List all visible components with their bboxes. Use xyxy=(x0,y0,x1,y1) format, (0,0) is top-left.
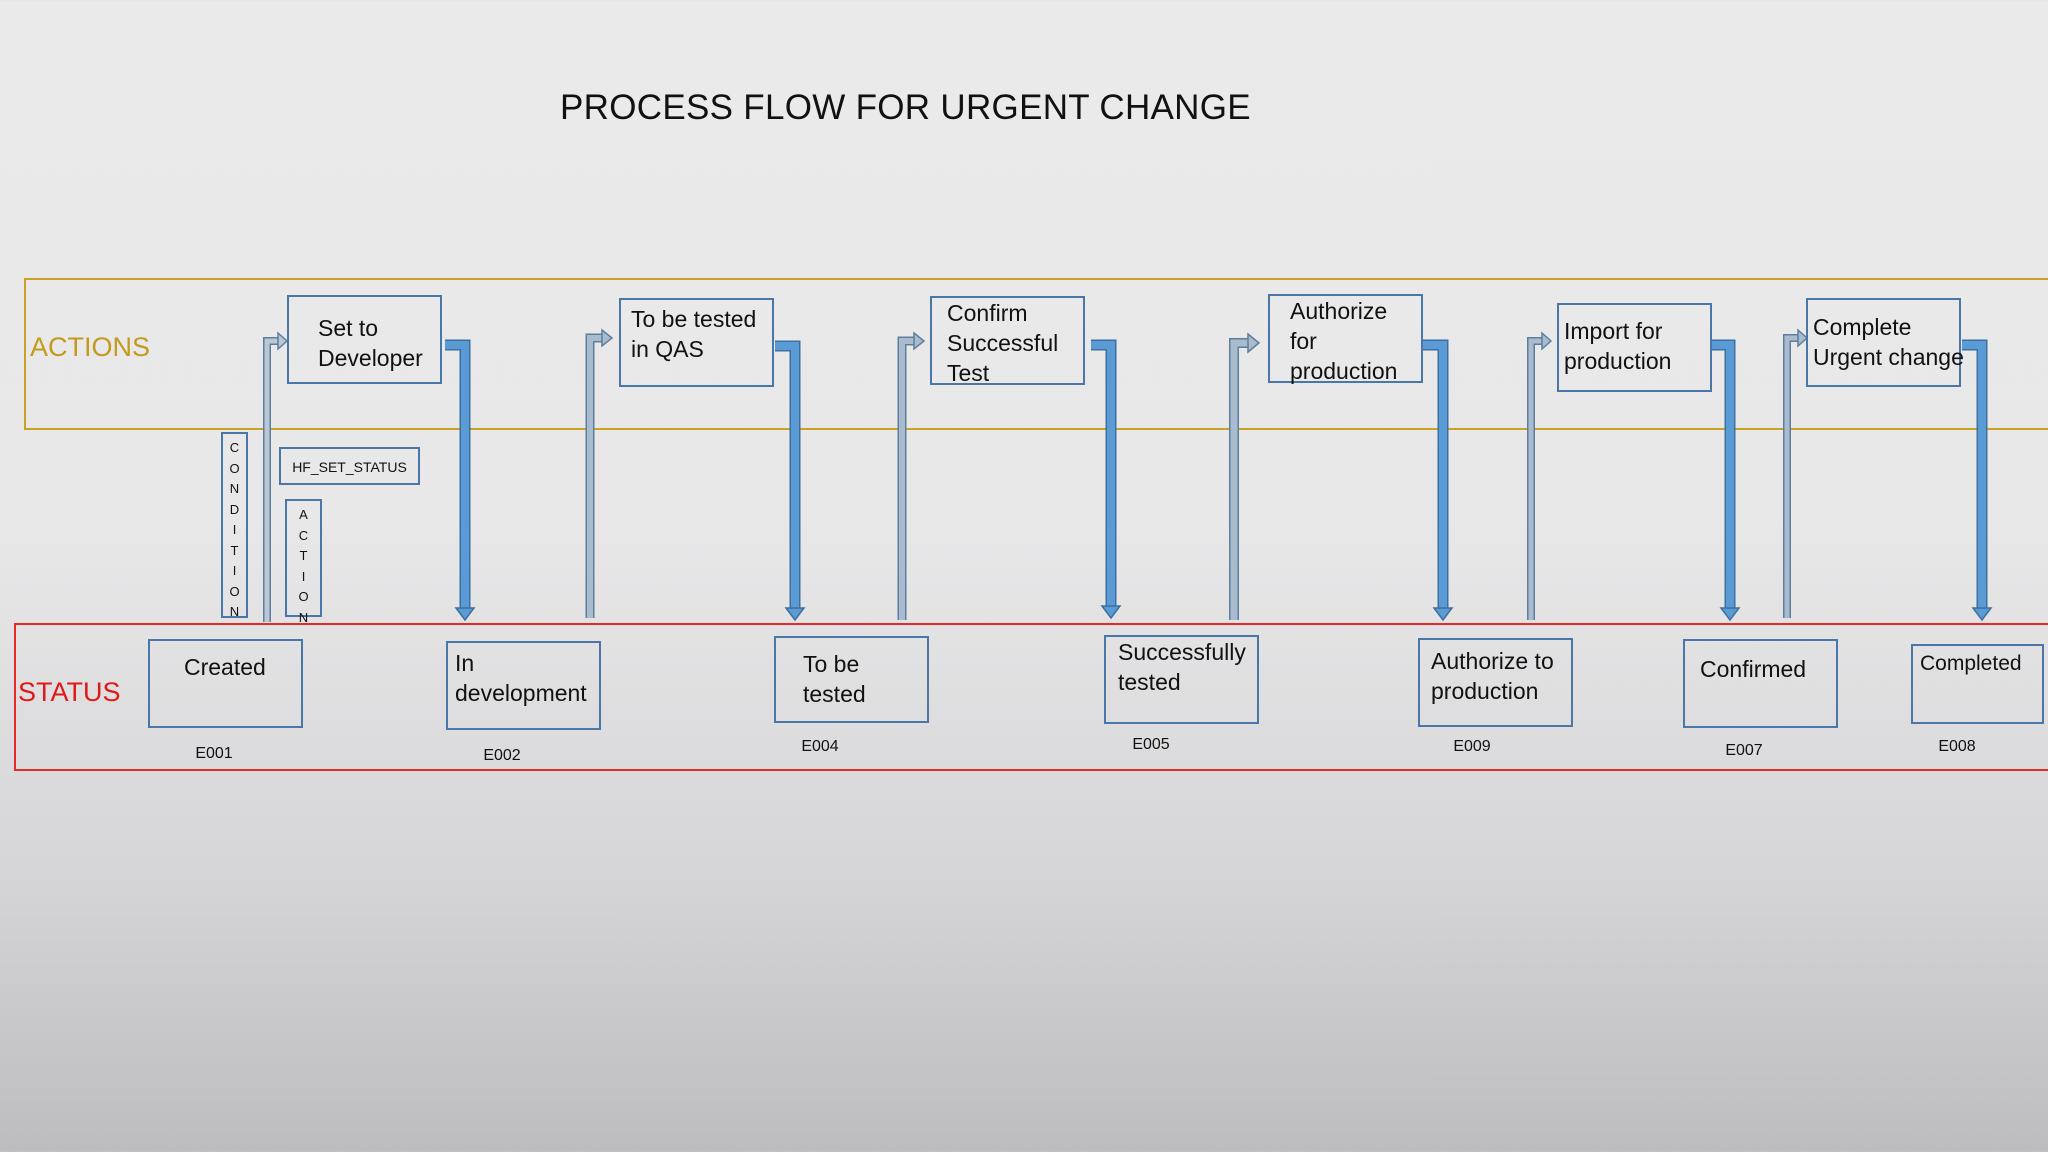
action-confirm-successful-test: Confirm Successful Test xyxy=(930,296,1085,386)
method-label: HF_SET_STATUS xyxy=(279,447,420,485)
action-label: Set to Developer xyxy=(318,315,423,371)
annotation-letter: T xyxy=(230,542,239,558)
annotation-letter: A xyxy=(299,507,308,522)
annotation-letter: D xyxy=(229,501,240,517)
status-to-be-tested: To be tested xyxy=(774,636,929,723)
action-import-for-production: Import for production xyxy=(1557,303,1712,392)
status-code: E004 xyxy=(801,738,839,755)
action-label: Authorize for production xyxy=(1290,298,1398,384)
status-code: E009 xyxy=(1453,738,1491,755)
action-label: Confirm Successful Test xyxy=(947,300,1059,386)
status-lane xyxy=(14,623,2048,771)
annotation-letter: N xyxy=(229,481,240,496)
status-code: E002 xyxy=(483,747,521,764)
status-code: E008 xyxy=(1938,738,1976,755)
actions-lane-label: ACTIONS xyxy=(30,332,151,362)
actions-lane xyxy=(24,278,2048,430)
action-label: Import for production xyxy=(1564,318,1672,374)
action-label: Complete Urgent change xyxy=(1813,314,1964,370)
annotation-letter: I xyxy=(301,568,306,584)
status-label: Authorize to production xyxy=(1431,648,1554,704)
action-to-be-tested-in-qas: To be tested in QAS xyxy=(619,298,774,387)
status-lane-label: STATUS xyxy=(18,677,121,707)
action-label: To be tested in QAS xyxy=(631,306,757,362)
status-in-development: In development xyxy=(446,641,601,730)
annotation-letter: C xyxy=(298,527,309,543)
action-complete-urgent-change: Complete Urgent change xyxy=(1806,298,1964,387)
status-label: Created xyxy=(184,654,266,680)
annotation-letter: N xyxy=(298,609,309,625)
status-completed: Completed xyxy=(1911,644,2044,724)
status-confirmed: Confirmed xyxy=(1683,639,1838,728)
status-created: Created xyxy=(148,639,303,728)
status-code: E007 xyxy=(1725,742,1763,759)
status-label: Completed xyxy=(1920,652,2022,675)
status-successfully-tested: Successfully tested xyxy=(1104,635,1259,724)
status-label: Confirmed xyxy=(1700,656,1807,682)
status-code: E001 xyxy=(195,745,233,762)
page-title: PROCESS FLOW FOR URGENT CHANGE xyxy=(560,88,1251,127)
annotation-letter: I xyxy=(232,563,237,578)
annotation-letter: T xyxy=(299,548,308,563)
annotation-letter: O xyxy=(298,589,309,604)
annotation-letter: N xyxy=(229,604,240,619)
status-authorize-to-production: Authorize to production xyxy=(1418,638,1573,727)
annotation-letter: C xyxy=(229,440,240,455)
action-authorize-for-production: Authorize for production xyxy=(1268,294,1423,384)
action-set-to-developer: Set to Developer xyxy=(287,295,442,384)
status-label: To be tested xyxy=(803,651,866,707)
status-code: E005 xyxy=(1132,736,1170,753)
status-label: In development xyxy=(455,650,587,706)
annotation-letter: I xyxy=(232,522,237,537)
annotation-letter: O xyxy=(229,583,240,599)
annotation-letter: O xyxy=(229,460,240,476)
status-label: Successfully tested xyxy=(1118,639,1246,695)
